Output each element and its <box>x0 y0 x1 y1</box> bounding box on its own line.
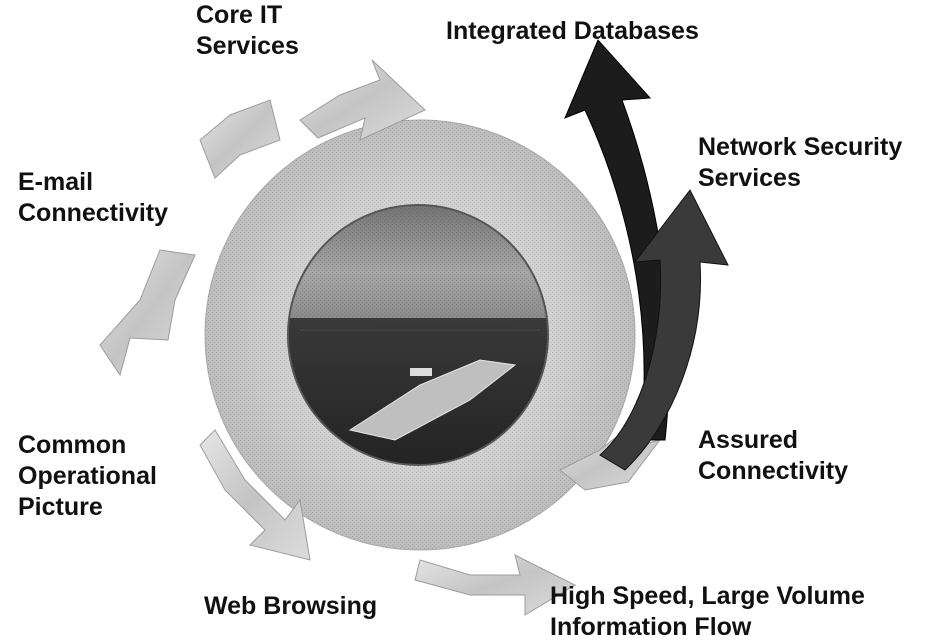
arrow-core-it <box>299 59 426 141</box>
arrow-network-security <box>599 189 729 471</box>
arrow-web-browsing <box>199 429 311 561</box>
arrow-common-operational <box>99 249 196 377</box>
dark-arrows <box>564 39 729 471</box>
arrow-high-speed <box>414 554 577 616</box>
arrow-email <box>199 99 281 179</box>
carrier-icon <box>348 359 517 441</box>
label-integrated-databases: Integrated Databases <box>446 17 699 45</box>
label-web-browsing: Web Browsing <box>204 592 378 620</box>
